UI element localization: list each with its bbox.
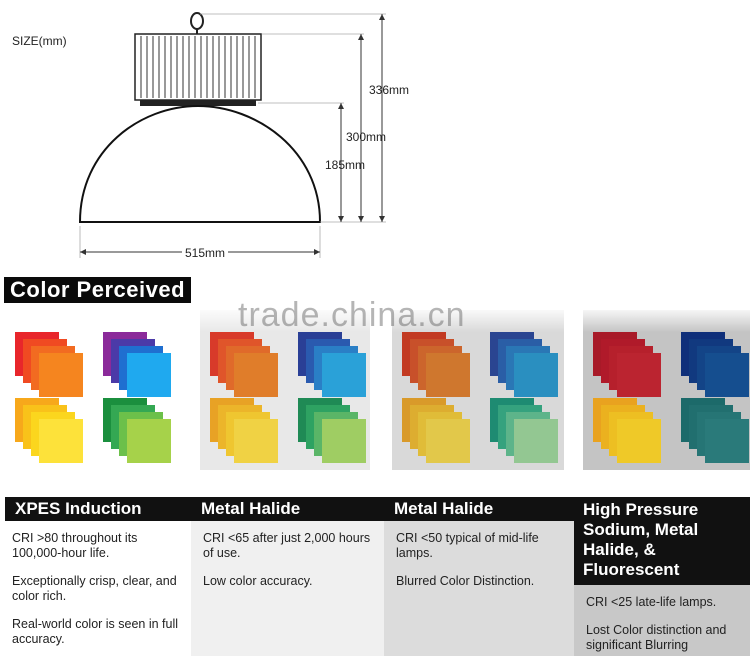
column-header-3: Metal Halide [384, 497, 574, 521]
column-header-2: Metal Halide [191, 497, 384, 521]
column-4-line-2: Lost Color distinction and significant B… [586, 623, 727, 652]
color-swatch [127, 419, 171, 463]
swatch-panel-mh-mid [392, 310, 564, 470]
hook-ring [190, 12, 204, 30]
size-label: SIZE(mm) [12, 34, 67, 48]
column-1-line-2: Exceptionally crisp, clear, and color ri… [12, 574, 177, 603]
lamp-neck [140, 100, 256, 106]
dim-label-185: 185mm [325, 158, 366, 172]
column-body-1: CRI >80 throughout its 100,000-hour life… [0, 521, 191, 656]
column-title-2: Metal Halide [201, 499, 301, 518]
column-3-line-1: CRI <50 typical of mid-life lamps. [396, 531, 539, 560]
swatch-panel-induction [5, 310, 188, 470]
heat-sink [134, 33, 262, 101]
banner-title: Color Perceived [4, 277, 192, 303]
color-swatch [426, 419, 470, 463]
column-header-4: High Pressure Sodium, Metal Halide, & Fl… [574, 497, 750, 585]
haze-overlay [392, 310, 564, 332]
column-header-1: XPES Induction [5, 497, 191, 521]
color-swatch [39, 353, 83, 397]
swatch-panel-hps [583, 310, 750, 470]
color-swatch [514, 419, 558, 463]
color-swatch [426, 353, 470, 397]
haze-overlay [200, 310, 370, 332]
color-swatch [39, 419, 83, 463]
color-swatch [617, 419, 661, 463]
column-body-3: CRI <50 typical of mid-life lamps. Blurr… [384, 521, 574, 656]
color-swatch [705, 419, 749, 463]
watermark: trade.china.cn [238, 296, 466, 334]
dim-label-300: 300mm [346, 130, 387, 144]
column-title-3: Metal Halide [394, 499, 494, 518]
column-title-4: High Pressure Sodium, Metal Halide, & Fl… [583, 500, 699, 579]
column-4-line-1: CRI <25 late-life lamps. [586, 595, 717, 609]
lamp-dome [78, 104, 322, 223]
color-swatch [127, 353, 171, 397]
column-2-line-1: CRI <65 after just 2,000 hours of use. [203, 531, 371, 560]
column-1-line-1: CRI >80 throughout its 100,000-hour life… [12, 531, 138, 560]
column-2-line-2: Low color accuracy. [203, 574, 313, 588]
heat-sink-fins [140, 36, 256, 98]
color-perceived-banner: Color Perceived [0, 275, 750, 311]
haze-overlay [5, 310, 188, 332]
column-1-line-3: Real-world color is seen in full accurac… [12, 617, 179, 646]
color-swatch [617, 353, 661, 397]
dim-label-515: 515mm [182, 246, 229, 260]
column-title-1: XPES Induction [15, 499, 142, 518]
color-swatch [322, 353, 366, 397]
color-swatch [234, 419, 278, 463]
column-body-2: CRI <65 after just 2,000 hours of use. L… [191, 521, 384, 656]
dim-label-336: 336mm [369, 83, 410, 97]
swatch-panel-mh-2000 [200, 310, 370, 470]
lamp-diagram [78, 12, 386, 258]
color-swatch [234, 353, 278, 397]
color-swatch [705, 353, 749, 397]
haze-overlay [583, 310, 750, 332]
column-3-line-2: Blurred Color Distinction. [396, 574, 535, 588]
color-swatch [514, 353, 558, 397]
column-body-4: CRI <25 late-life lamps. Lost Color dist… [574, 585, 750, 656]
color-swatch [322, 419, 366, 463]
